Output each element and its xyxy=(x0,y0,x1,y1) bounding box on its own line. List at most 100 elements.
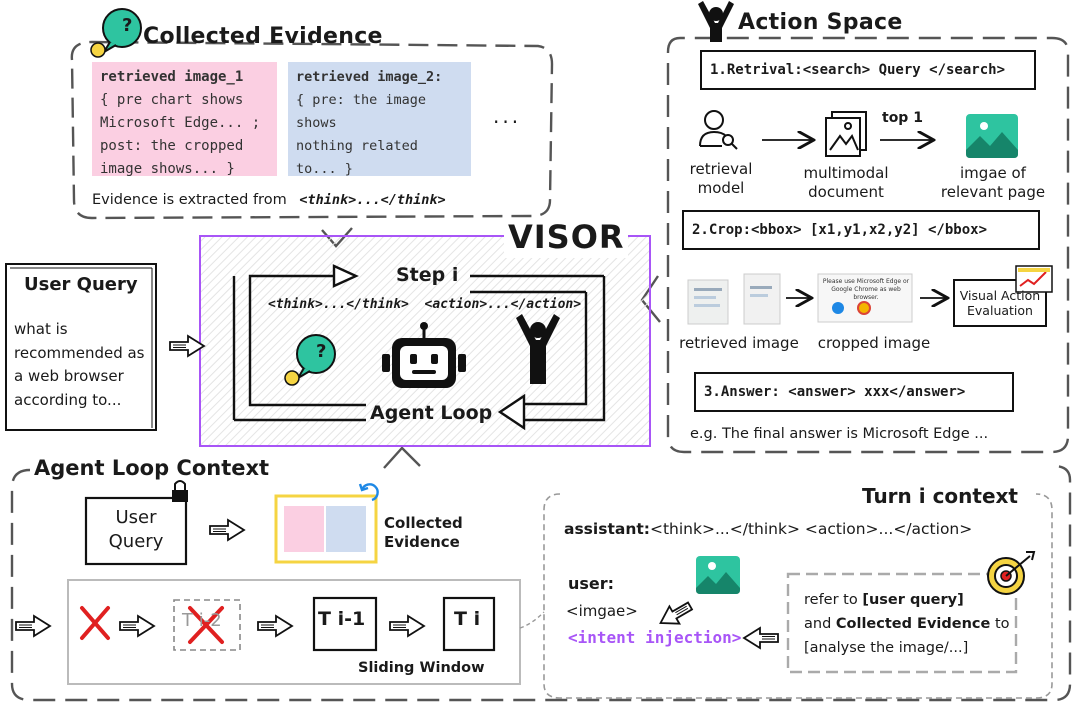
assistant-text: <think>...</think> <action>...</action> xyxy=(649,520,973,538)
card2-line: { pre: the image shows xyxy=(296,92,427,131)
red-x-icon-2 xyxy=(188,606,224,644)
t-i-label: T i xyxy=(454,608,481,630)
query-line: a web browser xyxy=(14,367,124,385)
relevant-page-caption: imgae of relevant page xyxy=(934,164,1052,202)
refresh-icon xyxy=(358,483,379,502)
think-action-tags: <think>...</think> <action>...</action> xyxy=(268,297,582,312)
user-label: user: xyxy=(568,574,615,593)
robot-icon xyxy=(382,322,466,388)
action-person-icon xyxy=(516,314,560,384)
card1-line: Microsoft Edge... ; xyxy=(100,115,261,131)
t-minus-2-box xyxy=(173,599,241,651)
card2-label: retrieved image_2: xyxy=(296,69,443,85)
sliding-window-label: Sliding Window xyxy=(358,660,485,676)
refer-post: to xyxy=(990,616,1010,632)
card1-line: image shows... } xyxy=(100,161,235,177)
evidence-card-2: retrieved image_2: { pre: the image show… xyxy=(288,62,471,177)
lock-icon xyxy=(172,480,188,502)
evidence-title: Collected Evidence xyxy=(143,24,383,49)
answer-action: 3.Answer: <answer> xxx</answer> xyxy=(694,372,1014,412)
user-query-title: User Query xyxy=(24,274,138,295)
caption-line: User xyxy=(115,507,157,528)
action-space-person-icon xyxy=(698,1,734,42)
image-tag: <imgae> xyxy=(566,602,638,620)
card1-line: { pre chart shows xyxy=(100,92,244,108)
evidence-footer-text: Evidence is extracted from xyxy=(92,192,287,208)
context-panel-border xyxy=(10,464,1072,702)
caption-line: retrieval xyxy=(689,160,753,178)
evidence-footer: Evidence is extracted from <think>...</t… xyxy=(92,192,446,208)
retrieval-model-caption: retrieval model xyxy=(676,160,766,198)
context-user-query: User Query xyxy=(86,506,186,554)
refer-line: [analyse the image/...] xyxy=(804,636,1010,660)
t-minus-2-label: T i-2 xyxy=(182,610,222,631)
retrieval-model-icon xyxy=(699,110,738,150)
retrieved-image-caption: retrieved image xyxy=(679,334,799,352)
evidence-footer-tag: <think>...</think> xyxy=(299,192,446,208)
assistant-label: assistant: xyxy=(564,520,650,538)
query-line: recommended as xyxy=(14,343,145,362)
card2-line: nothing related to... } xyxy=(296,138,418,177)
chart-icon xyxy=(1015,265,1053,293)
cropped-line: Please use Microsoft Edge or xyxy=(822,278,910,285)
evidence-ellipsis: ... xyxy=(493,104,522,128)
action-panel-border xyxy=(666,36,1070,454)
t-minus-1-box xyxy=(312,596,378,652)
answer-example: e.g. The final answer is Microsoft Edge … xyxy=(690,426,989,442)
caption-line: Query xyxy=(108,531,164,552)
t-minus-1-label: T i-1 xyxy=(318,608,366,630)
turn-context-border xyxy=(543,493,1053,699)
multimodal-caption: multimodal document xyxy=(796,164,896,202)
multimodal-document-icon xyxy=(825,111,867,157)
cropped-image xyxy=(817,273,913,323)
relevant-page-image-icon xyxy=(966,114,1018,158)
caption-line: Collected xyxy=(384,514,463,532)
card1-label: retrieved image_1 xyxy=(100,69,244,85)
agent-loop-label: Agent Loop xyxy=(370,402,493,424)
step-label: Step i xyxy=(396,264,459,286)
user-query-box xyxy=(5,263,157,431)
t-i-box xyxy=(442,596,496,652)
cropped-image-text: Please use Microsoft Edge or Google Chro… xyxy=(822,278,910,302)
question-bubble-icon xyxy=(90,8,142,58)
evidence-panel-border xyxy=(70,40,554,220)
caption-line: imgae of xyxy=(960,164,1026,182)
query-line: what is xyxy=(14,320,68,338)
crop-action: 2.Crop:<bbox> [x1,y1,x2,y2] </bbox> xyxy=(682,210,1040,250)
retrieved-image-thumbnails xyxy=(687,273,781,325)
user-query-text: what is recommended as a web browser acc… xyxy=(14,318,145,412)
context-title: Agent Loop Context xyxy=(30,456,274,480)
target-icon xyxy=(987,551,1036,595)
red-x-icon xyxy=(80,606,110,640)
refer-pre: refer to xyxy=(804,592,863,608)
caption-line: model xyxy=(697,179,745,197)
query-line: according to... xyxy=(14,390,122,409)
refer-line: refer to [user query] xyxy=(804,588,1010,612)
context-user-query-box xyxy=(84,496,188,566)
refer-pre: and xyxy=(804,616,836,632)
assistant-line: assistant:<think>...</think> <action>...… xyxy=(564,520,972,538)
refer-text: refer to [user query] and Collected Evid… xyxy=(804,588,1010,660)
caption-line: Evaluation xyxy=(967,303,1033,318)
cropped-line: Google Chrome as web browser. xyxy=(831,286,901,301)
top1-label: top 1 xyxy=(882,110,923,126)
evidence-card-1: retrieved image_1 { pre chart shows Micr… xyxy=(92,62,277,177)
caption-line: relevant page xyxy=(940,183,1046,201)
context-image-icon xyxy=(696,556,740,594)
question-bubble-icon-2 xyxy=(284,334,336,386)
caption-line: multimodal xyxy=(803,164,889,182)
refer-pre: [analyse the image/...] xyxy=(804,640,969,656)
refer-bold: [user query] xyxy=(862,592,964,608)
cropped-image-caption: cropped image xyxy=(817,334,931,352)
refer-bold: Collected Evidence xyxy=(835,616,991,632)
question-mark: ? xyxy=(122,15,133,36)
visual-eval-caption: Visual Action Evaluation xyxy=(954,288,1046,318)
caption-line: Evidence xyxy=(384,533,460,551)
turn-context-title: Turn i context xyxy=(856,484,1024,508)
refer-box xyxy=(786,572,1018,674)
retrieval-action: 1.Retrival:<search> Query </search> xyxy=(700,50,1036,90)
action-space-title: Action Space xyxy=(738,10,903,35)
card1-line: post: the cropped xyxy=(100,138,244,154)
caption-line: Visual Action xyxy=(959,288,1041,303)
